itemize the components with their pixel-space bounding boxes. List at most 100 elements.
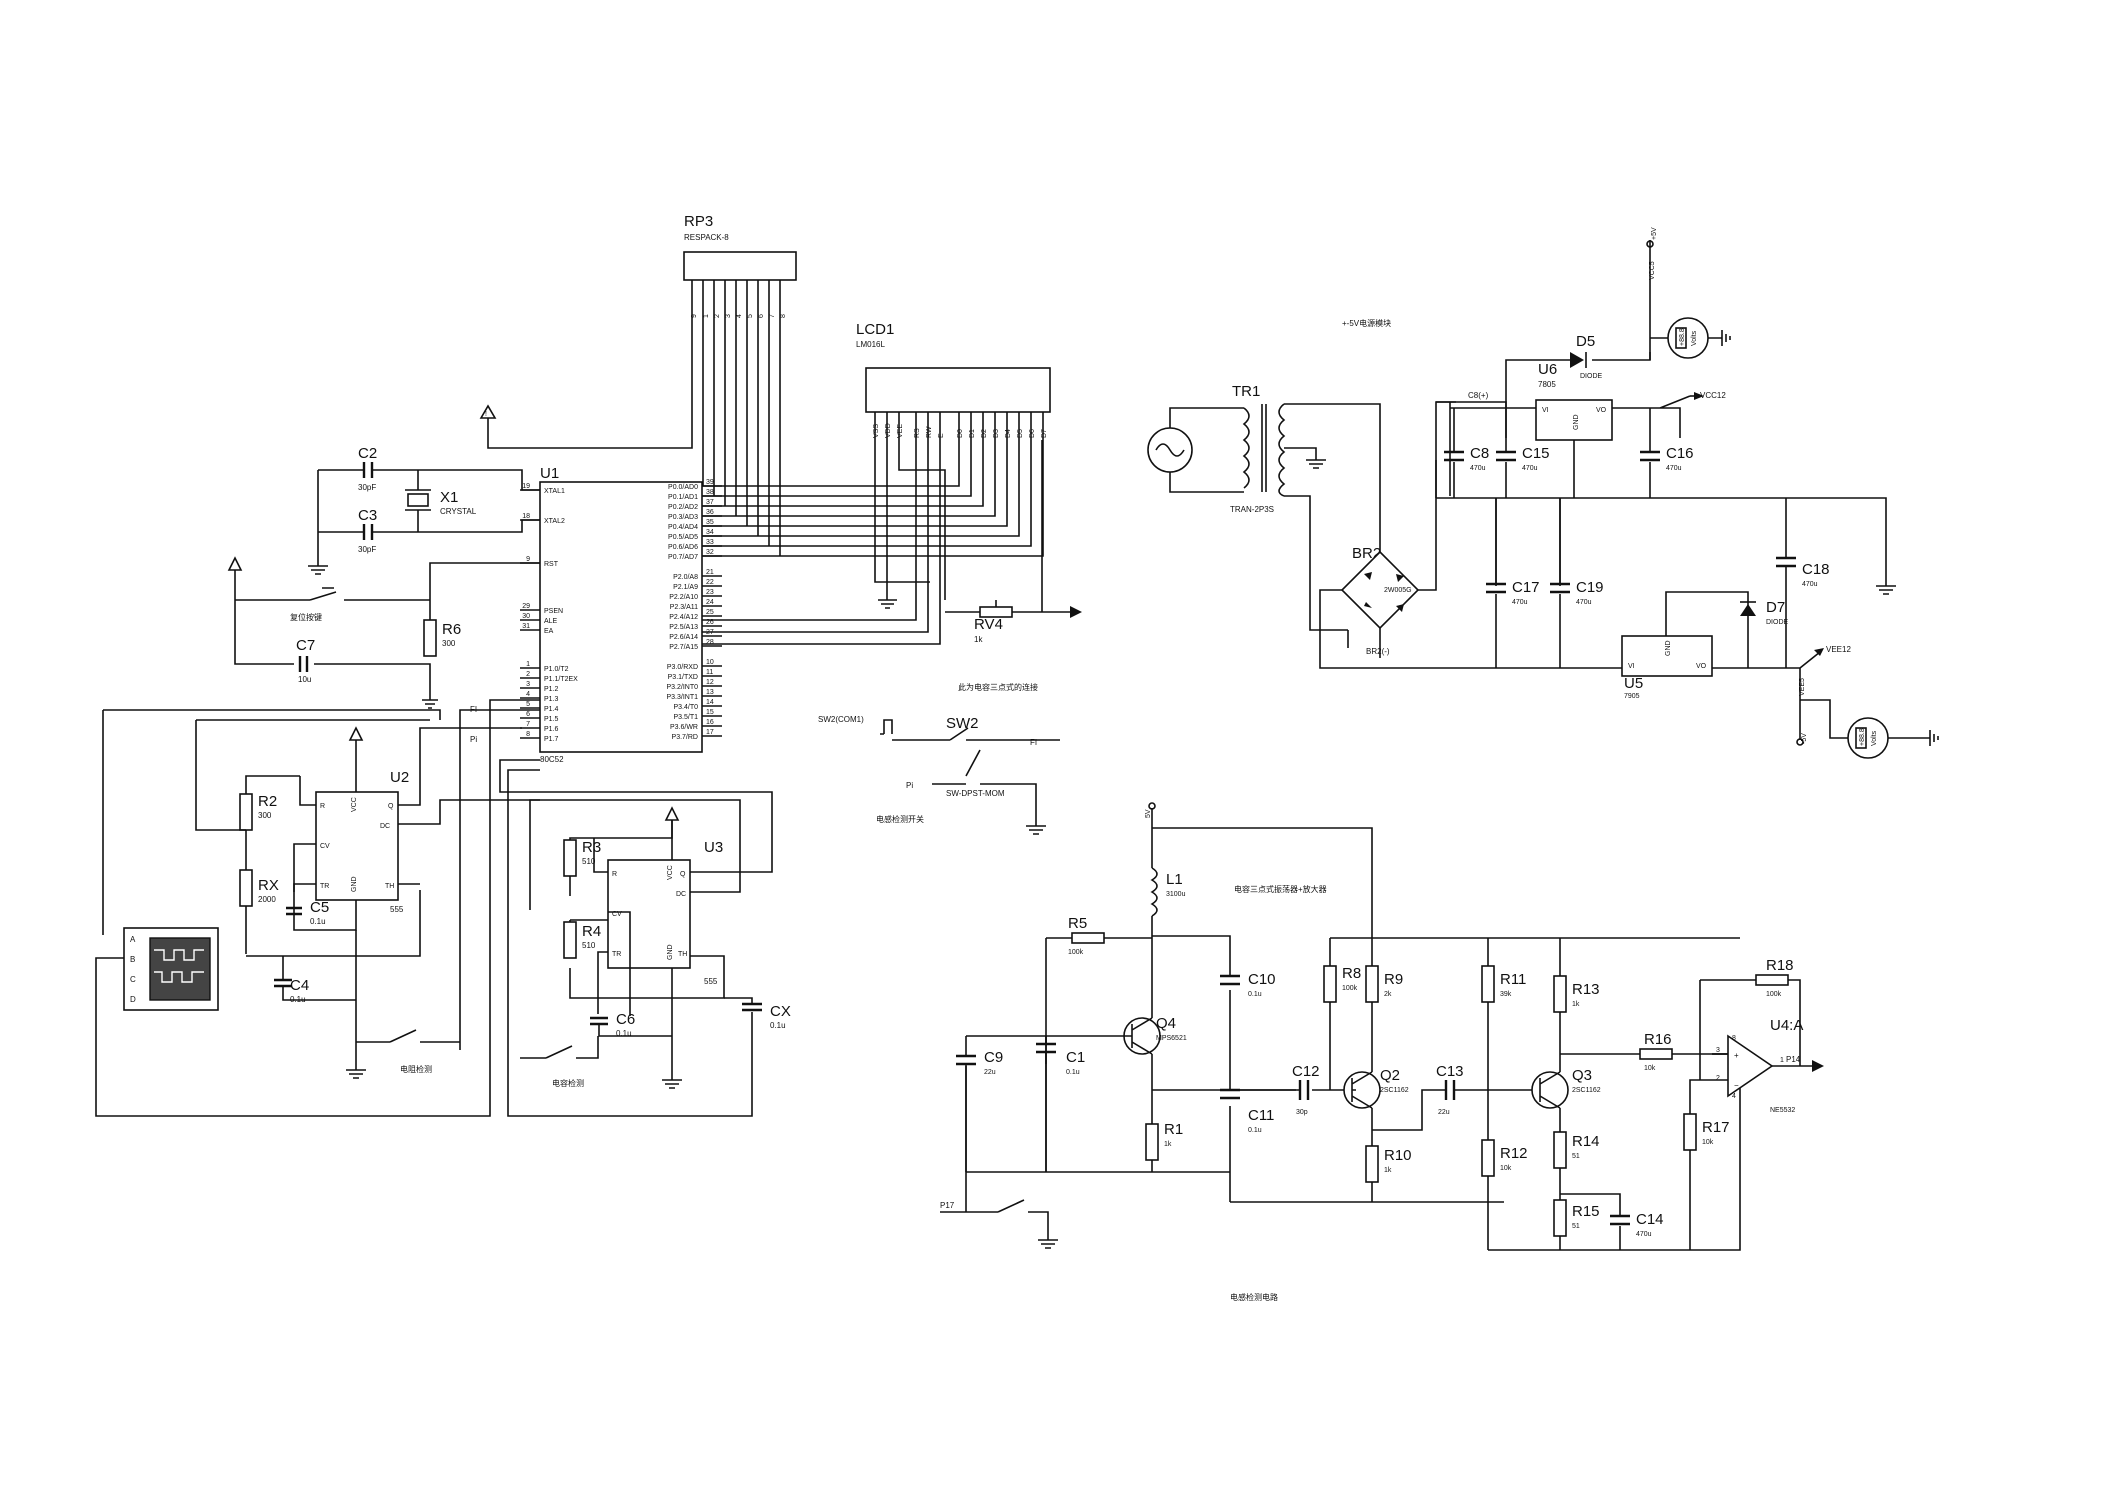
- u1-right-pin-name: P2.6/A14: [669, 634, 698, 641]
- r17-ref: R17: [1702, 1119, 1730, 1136]
- rp3-pin-5: 5: [747, 314, 754, 318]
- u4-value: NE5532: [1770, 1107, 1795, 1114]
- u1-right-pin-name: P3.1/TXD: [668, 674, 698, 681]
- lcd1-pin-d6: D6: [1029, 429, 1036, 438]
- lcd1-pin-d7: D7: [1041, 429, 1048, 438]
- r14-body: [1553, 1131, 1567, 1169]
- q3-bias-wires: [1487, 938, 1561, 1250]
- u6-body: [1535, 399, 1613, 441]
- q2-leads: [1351, 1071, 1373, 1109]
- x1-leads: [405, 470, 431, 532]
- u1-right-pin-number: 12: [706, 679, 714, 686]
- tr1-secondary: [1278, 403, 1286, 497]
- lcd1-screen: [865, 367, 1051, 413]
- r4-body: [563, 921, 577, 959]
- vcc-arrow-reset: [227, 556, 243, 571]
- d7-value: DIODE: [1766, 619, 1789, 626]
- u1-right-pin-number: 26: [706, 619, 714, 626]
- u1-right-pin-name: P0.5/AD5: [668, 534, 698, 541]
- lcd1-pin-rs: RS: [914, 428, 921, 438]
- ground-rail: [1435, 460, 1887, 586]
- u4-minus-mark: −: [1734, 1081, 1739, 1090]
- crystal-wires: [317, 469, 540, 560]
- u6-pin-gnd: GND: [1573, 414, 1580, 430]
- r11-value: 39k: [1500, 991, 1512, 998]
- u1-right-pin-name: P3.3/INT1: [666, 694, 698, 701]
- c5-value: 0.1u: [310, 917, 326, 926]
- q2-body: [1343, 1071, 1381, 1109]
- c15-value: 470u: [1522, 465, 1538, 472]
- d5-triangle: [1570, 352, 1584, 368]
- c1-value: 0.1u: [1066, 1069, 1080, 1076]
- u2-wires-top: [299, 727, 540, 825]
- c6-plates: [590, 1016, 608, 1026]
- c7-ref: C7: [296, 637, 315, 654]
- voltmeter-top-wires: [1650, 330, 1731, 346]
- u1-left-pin-number: 4: [526, 691, 530, 698]
- q4-value: MPS6521: [1156, 1035, 1187, 1042]
- u1-right-pin-name: P0.1/AD1: [668, 494, 698, 501]
- br2-return-wires: [1347, 628, 1381, 658]
- r15-value: 51: [1572, 1223, 1580, 1230]
- u1-right-pin-number: 11: [706, 669, 713, 676]
- c15-ref: C15: [1522, 445, 1550, 462]
- u1-right-pin-name: P2.3/A11: [670, 604, 698, 611]
- r16-body: [1639, 1048, 1673, 1060]
- u1-left-pin-number: 1: [526, 661, 530, 668]
- u1-left-pin-number: 30: [522, 613, 530, 620]
- u2-ground: [346, 930, 366, 1079]
- lcd1-ref: LCD1: [856, 321, 894, 338]
- r2-feed-wire: [195, 719, 430, 831]
- lcd1-pin-d0: D0: [957, 429, 964, 438]
- r2-value: 300: [258, 811, 272, 820]
- q3-body: [1531, 1071, 1569, 1109]
- voltmeter-bottom-unit: Volts: [1871, 730, 1878, 746]
- q2-ref: Q2: [1380, 1067, 1400, 1084]
- c16-value: 470u: [1666, 465, 1682, 472]
- u6-ref: U6: [1538, 361, 1557, 378]
- q3-ref: Q3: [1572, 1067, 1592, 1084]
- osc-lower-rail: [1229, 1172, 1504, 1203]
- u1-right-pin-number: 36: [706, 509, 714, 516]
- tr1-ref: TR1: [1232, 383, 1260, 400]
- c6-wire: [598, 1024, 672, 1037]
- c17-ref: C17: [1512, 579, 1540, 596]
- u1-right-pin-number: 25: [706, 609, 714, 616]
- u2-pin-th: TH: [385, 883, 394, 890]
- lcd1-pin-vdd: VDD: [885, 423, 892, 438]
- u1-right-pin-name: P0.2/AD2: [668, 504, 698, 511]
- d7-ref: D7: [1766, 599, 1785, 616]
- rp3-pullup-wires: [702, 290, 781, 556]
- clock-reset-circuit: C2 30pF C3 30pF X1 CRYSTAL R6 300 复位按键 C…: [227, 445, 540, 709]
- psu-cap-wires: [1453, 408, 1787, 668]
- c6-ref: C6: [616, 1011, 635, 1028]
- r11-body: [1481, 965, 1495, 1003]
- rp3-pin-4: 4: [736, 314, 743, 318]
- r5-wires: [1045, 937, 1152, 1172]
- c17-value: 470u: [1512, 599, 1528, 606]
- scope-pin-b: B: [130, 955, 135, 964]
- r6-body: [423, 619, 437, 657]
- tr1-primary: [1242, 407, 1250, 489]
- r16-ref: R16: [1644, 1031, 1672, 1048]
- u1-right-pin-name: P3.7/RD: [672, 734, 698, 741]
- u2-pin-tr: TR: [320, 883, 329, 890]
- q2-value: 2SC1162: [1380, 1087, 1409, 1094]
- vcc-arrow-u2: [348, 726, 364, 741]
- u5-value: 7905: [1624, 693, 1640, 700]
- rp3-pin-stubs: [691, 280, 781, 290]
- c10-ref: C10: [1248, 971, 1276, 988]
- vee12-arrow-head: [1814, 648, 1824, 656]
- u1-left-pin-number: 2: [526, 671, 530, 678]
- sw2-value: SW-DPST-MOM: [946, 789, 1005, 798]
- q4-leads: [1046, 1017, 1153, 1055]
- rp3-pin-8: 8: [780, 314, 787, 318]
- oscilloscope-trace: [154, 949, 204, 983]
- u1-right-pin-number: 16: [706, 719, 714, 726]
- c12-value: 30p: [1296, 1109, 1308, 1116]
- u1-right-pin-name: P3.0/RXD: [667, 664, 698, 671]
- c2-value: 30pF: [358, 483, 376, 492]
- d5-ref: D5: [1576, 333, 1595, 350]
- r10-value: 1k: [1384, 1167, 1392, 1174]
- r6-ref: R6: [442, 621, 461, 638]
